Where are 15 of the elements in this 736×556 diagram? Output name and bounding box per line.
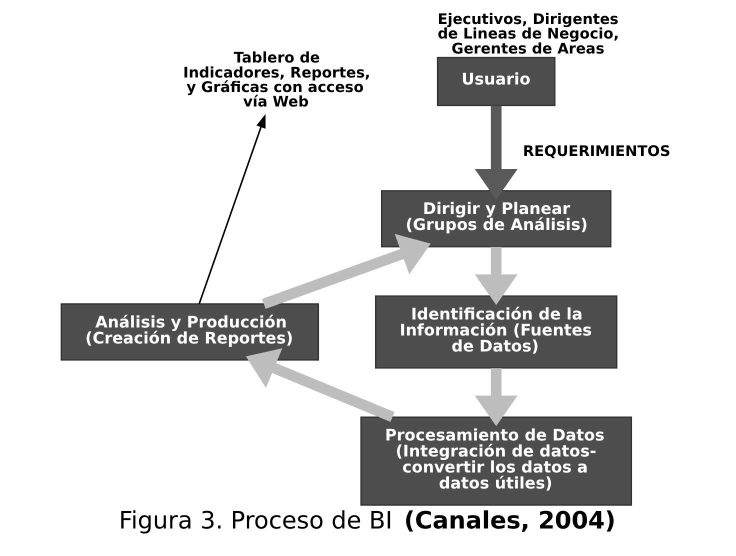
- arrow: [474, 368, 518, 426]
- node-box: Usuario: [436, 56, 556, 106]
- node-box: Identificación de la Información (Fuentes de Datos): [375, 295, 618, 369]
- arrow: [262, 234, 431, 309]
- node-box: Dirigir y Planear (Grupos de Análisis): [380, 190, 612, 248]
- arrow: [474, 106, 518, 200]
- arrow: [474, 246, 518, 306]
- arrow: [198, 114, 266, 304]
- edge-label: REQUERIMIENTOS: [522, 142, 670, 160]
- arrow: [246, 348, 395, 422]
- node-box: Análisis y Producción (Creación de Reportes): [60, 303, 320, 361]
- node-label: Ejecutivos, Dirigentes de Lineas de Negocio, Gerentes de Areas: [438, 11, 620, 58]
- caption: Figura 3. Proceso de BI (Canales, 2004): [118, 506, 616, 534]
- node-box: Procesamiento de Datos (Integración de datos- convertir los datos a datos útiles): [360, 416, 632, 506]
- node-text: Tablero de Indicadores, Reportes, y Gráficas con acceso vía Web: [183, 50, 370, 111]
